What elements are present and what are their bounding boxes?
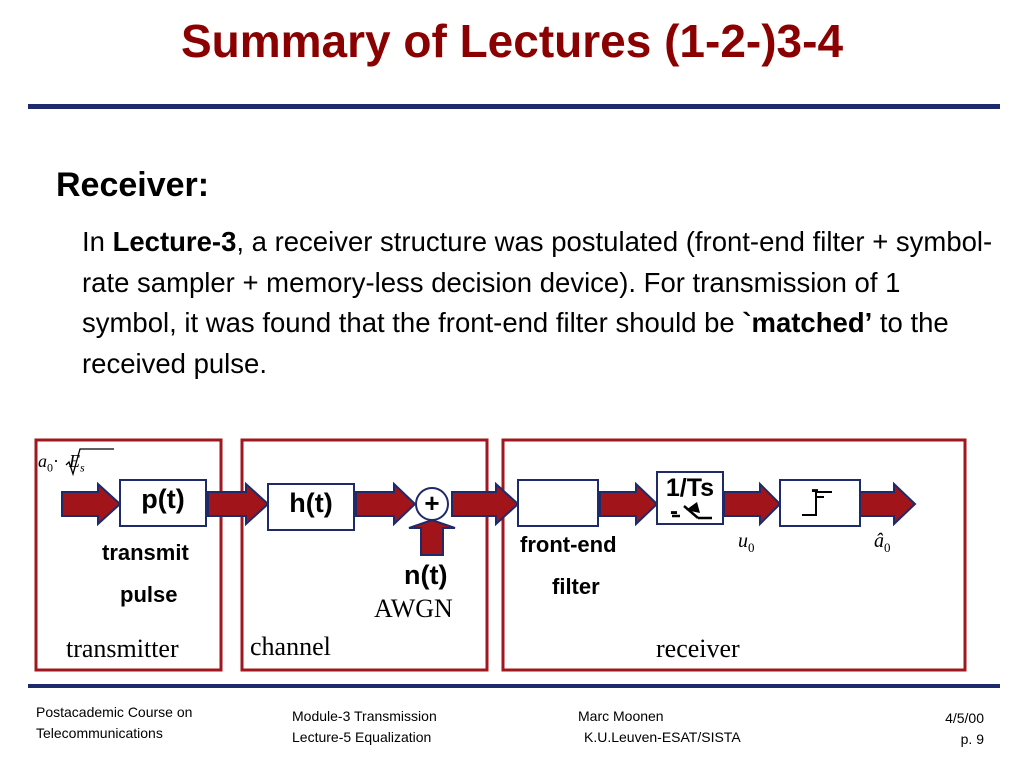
footer-author-line1: Marc Moonen — [578, 708, 664, 724]
para-bold-lecture: Lecture-3 — [112, 226, 237, 257]
frontend-filter-block — [517, 479, 599, 527]
ht-block-label: h(t) — [289, 488, 333, 518]
sampler-arrowhead-icon — [686, 502, 700, 513]
top-divider — [28, 104, 1000, 109]
adder-symbol: + — [424, 488, 440, 518]
footer-author-line2: K.U.Leuven-ESAT/SISTA — [584, 729, 741, 745]
ahat0-sub: 0 — [884, 540, 891, 555]
para-bold-matched: `matched’ — [742, 307, 873, 338]
u0-sub: 0 — [748, 540, 755, 555]
arrow-adder-to-frontend — [451, 481, 520, 527]
step-function-icon — [802, 491, 832, 516]
transmitter-box — [34, 438, 223, 672]
footer-course-line1: Postacademic Course on — [36, 704, 193, 720]
footer-page: p. 9 — [960, 731, 984, 747]
input-E-sub: s — [80, 460, 85, 475]
sampler-switch-icon — [672, 505, 712, 520]
transmitter-label: transmitter — [66, 634, 179, 663]
arrow-sampler-to-decision — [723, 481, 782, 527]
arrow-ht-to-adder — [355, 481, 417, 527]
arrow-input — [61, 481, 122, 527]
input-E: E — [69, 451, 80, 471]
para-text-3: to the received pulse. — [82, 307, 949, 379]
pulse-label: pulse — [120, 582, 178, 607]
section-heading: Receiver: — [56, 166, 210, 204]
pt-block-label: p(t) — [141, 484, 185, 514]
bottom-divider — [28, 684, 1000, 688]
footer-module-line2: Lecture-5 Equalization — [292, 729, 432, 745]
channel-label: channel — [250, 632, 331, 661]
u0-label: u0 — [738, 530, 755, 556]
input-dot: · — [53, 451, 59, 471]
receiver-label: receiver — [656, 634, 740, 663]
arrow-frontend-to-sampler — [599, 481, 659, 527]
decision-block — [779, 479, 861, 527]
ahat0-a: â — [874, 530, 884, 552]
footer-course: Postacademic Course on Telecommunications — [36, 702, 192, 744]
channel-box — [240, 438, 489, 672]
ahat0-label: â0 — [874, 530, 891, 556]
arrow-pt-to-ht — [207, 481, 270, 527]
transmit-label: transmit — [102, 540, 189, 565]
arrow-noise-up — [408, 518, 456, 556]
para-text-1: In — [82, 226, 113, 257]
input-a-sub: 0 — [47, 460, 53, 475]
pt-block — [119, 479, 207, 527]
arrow-output — [859, 481, 917, 527]
body-paragraph: In Lecture-3, a receiver structure was p… — [82, 222, 1002, 384]
footer-course-line2: Telecommunications — [36, 725, 163, 741]
receiver-box — [501, 438, 967, 672]
footer-module-line1: Module-3 Transmission — [292, 708, 437, 724]
sqrt-sign-icon — [65, 448, 114, 477]
footer-date: 4/5/00 — [945, 710, 984, 726]
footer-date-page: 4/5/00 p. 9 — [900, 708, 984, 750]
ht-block — [267, 483, 355, 531]
sampler-block — [656, 471, 724, 525]
input-symbol-label: a0· Es — [38, 451, 85, 476]
u0-u: u — [738, 530, 748, 552]
slide-title: Summary of Lectures (1-2-)3-4 — [180, 15, 844, 67]
sampler-minus-label: - — [670, 498, 678, 525]
awgn-label: AWGN — [374, 594, 453, 623]
sampler-label: 1/Ts — [665, 474, 715, 502]
noise-label: n(t) — [404, 560, 448, 590]
decision-minus-label: - — [811, 476, 819, 503]
para-text-2: , a receiver structure was postulated (f… — [82, 226, 993, 338]
filter-label: filter — [552, 574, 600, 599]
frontend-label: front-end — [520, 532, 617, 557]
adder-circle — [415, 487, 449, 521]
input-a: a — [38, 451, 47, 471]
